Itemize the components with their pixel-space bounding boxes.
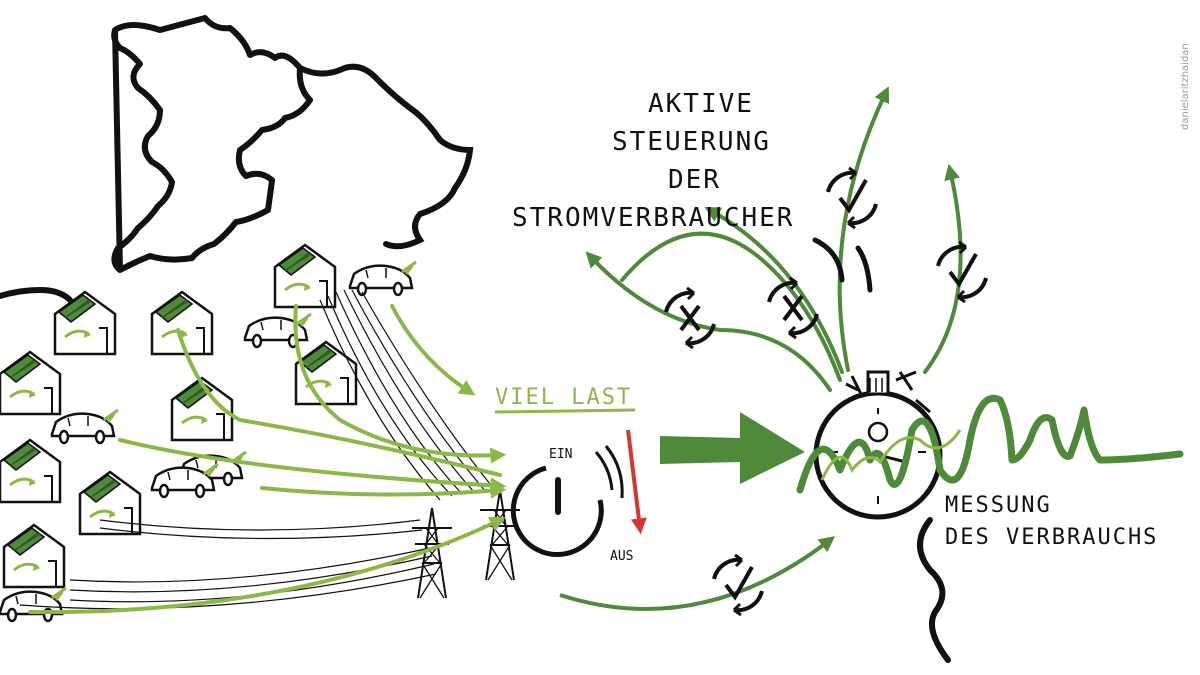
house-solar-icon: [2, 523, 66, 589]
title-line-3: DER: [668, 165, 721, 195]
high-load-underline: [494, 408, 636, 414]
high-load-label: VIEL LAST: [495, 385, 632, 410]
power-switch-icon: [510, 445, 624, 557]
ink-stroke: [917, 517, 951, 663]
house-solar-icon: [53, 290, 117, 356]
measurement-label: MESSUNG DES VERBRAUCHS: [945, 493, 1158, 550]
electric-car-icon: [243, 312, 313, 349]
feedback-arrow: [559, 536, 836, 611]
title-line-4: STROMVERBRAUCHER: [512, 203, 794, 233]
measurement-line-1: MESSUNG: [945, 493, 1052, 518]
germany-outline: [111, 15, 313, 273]
check-cycle-icon: [826, 166, 878, 230]
measurement-line-2: DES VERBRAUCHS: [945, 525, 1158, 550]
artist-signature: danielaritzhaidan: [1180, 43, 1191, 130]
ink-stroke: [855, 245, 873, 293]
title-line-1: AKTIVE: [648, 89, 754, 119]
switch-on-label: EIN: [549, 447, 572, 462]
electric-car-icon: [0, 586, 68, 623]
germany-outline-east: [297, 63, 474, 250]
house-solar-icon: [78, 470, 142, 536]
switch-off-label: AUS: [610, 549, 633, 564]
stopwatch-icon: [813, 370, 943, 520]
house-solar-icon: [0, 438, 62, 504]
electric-car-icon: [348, 260, 418, 297]
house-solar-icon: [0, 350, 62, 416]
house-solar-icon: [273, 243, 337, 309]
germany-outline-south: [0, 286, 73, 303]
red-down-arrow: [626, 429, 647, 535]
consumption-curve-light: [820, 429, 962, 481]
title-line-2: STEUERUNG: [612, 127, 771, 157]
active-control-title: AKTIVE STEUERUNG DER STROMVERBRAUCHER: [512, 89, 794, 233]
ink-stroke: [812, 237, 845, 283]
electric-car-icon: [50, 408, 120, 445]
big-green-arrow: [660, 412, 805, 484]
load-flow-arrows: [28, 304, 507, 615]
